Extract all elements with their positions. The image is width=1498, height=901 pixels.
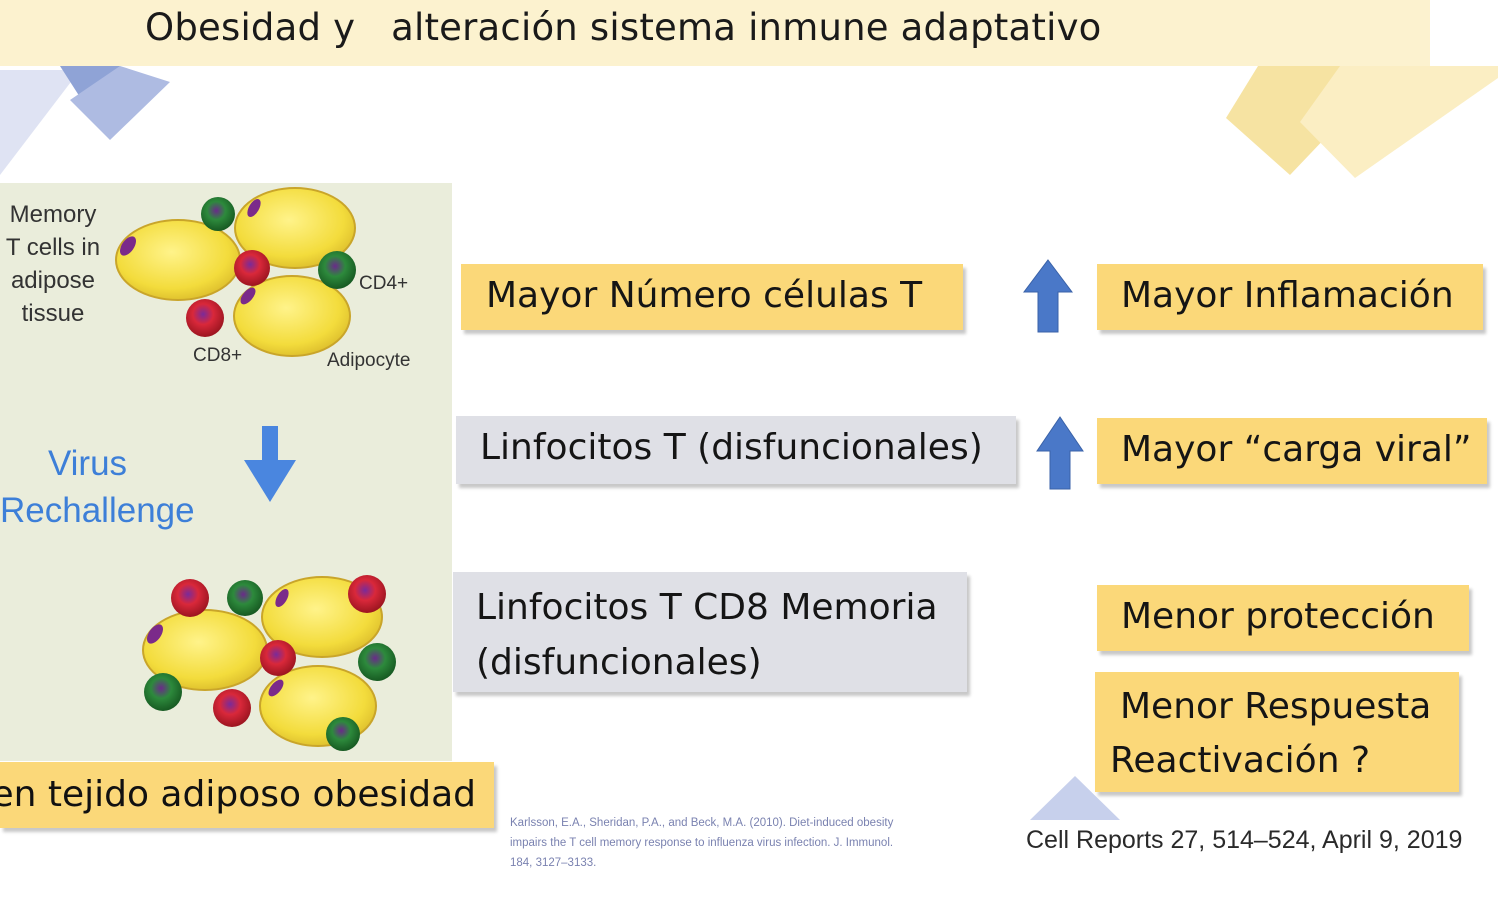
mayor-numero-box: Mayor Número células T: [461, 264, 963, 330]
down-arrow-icon: [244, 426, 296, 502]
cd4-label: CD4+: [359, 273, 409, 294]
up-arrow-icon: [1023, 259, 1073, 333]
cell-reports-reference: Cell Reports 27, 514–524, April 9, 2019: [1026, 826, 1463, 854]
memory-label-line: T cells in: [5, 234, 101, 261]
citation-line: Karlsson, E.A., Sheridan, P.A., and Beck…: [510, 817, 894, 829]
virus-rechallenge-label: Virus Rechallenge: [0, 440, 195, 534]
mayor-carga-viral-text: Mayor “carga viral”: [1121, 429, 1472, 470]
citation-text: Karlsson, E.A., Sheridan, P.A., and Beck…: [510, 813, 1022, 873]
linfocitos-disfuncionales-box: Linfocitos T (disfuncionales): [456, 416, 1016, 484]
slide-title: Obesidad y alteración sistema inmune ada…: [145, 6, 1102, 49]
citation-line: 184, 3127–3133.: [510, 857, 597, 869]
virus-label-line: Virus: [47, 444, 128, 483]
adipose-caption-text: en tejido adiposo obesidad: [0, 774, 476, 815]
adipose-cells-illustration: [115, 187, 396, 751]
menor-respuesta-line: Menor Respuesta: [1120, 686, 1432, 727]
memory-label-line: tissue: [21, 300, 85, 327]
menor-respuesta-box: Menor Respuesta Reactivación ?: [1095, 672, 1459, 792]
mayor-inflamacion-text: Mayor Inflamación: [1121, 275, 1454, 316]
adipose-tissue-caption: en tejido adiposo obesidad: [0, 762, 494, 828]
virus-label-line: Rechallenge: [0, 491, 195, 530]
menor-proteccion-box: Menor protección: [1097, 585, 1469, 651]
cd8-memoria-line: (disfuncionales): [476, 642, 762, 683]
cd8-memoria-box: Linfocitos T CD8 Memoria (disfuncionales…: [453, 572, 967, 692]
cd8-memoria-line: Linfocitos T CD8 Memoria: [476, 587, 938, 628]
mayor-numero-text: Mayor Número células T: [486, 275, 923, 316]
adipocyte-label: Adipocyte: [327, 350, 411, 371]
up-arrow-icon: [1036, 416, 1084, 490]
cd8-label: CD8+: [193, 345, 243, 366]
menor-proteccion-text: Menor protección: [1121, 596, 1435, 637]
adipocyte-cluster-before: [115, 187, 356, 357]
citation-line: impairs the T cell memory response to in…: [510, 837, 894, 849]
mayor-carga-viral-box: Mayor “carga viral”: [1097, 418, 1487, 484]
memory-label-line: Memory: [9, 201, 97, 228]
memory-t-cells-label: Memory T cells in adipose tissue: [0, 198, 106, 330]
mayor-inflamacion-box: Mayor Inflamación: [1097, 264, 1483, 330]
title-bar: [0, 0, 1430, 66]
adipocyte-cluster-after: [142, 575, 396, 751]
menor-respuesta-line: Reactivación ?: [1110, 740, 1371, 781]
memory-label-line: adipose: [10, 267, 96, 294]
linfocitos-disfuncionales-text: Linfocitos T (disfuncionales): [480, 427, 983, 468]
